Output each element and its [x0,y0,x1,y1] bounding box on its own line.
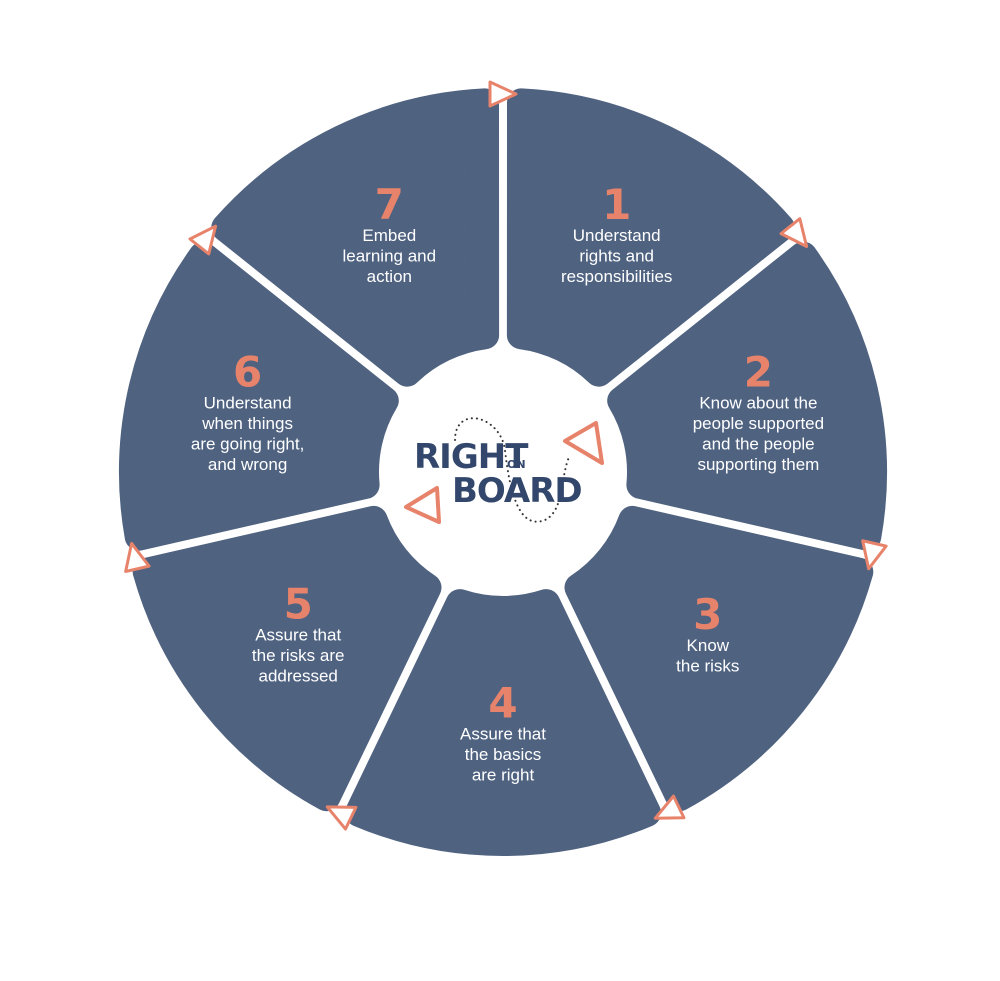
cycle-arrow-icon [861,539,888,571]
segment-2-label-line: supporting them [697,455,819,474]
logo-triangle-left-icon [404,486,441,524]
segment-4-label-line: the basics [465,745,542,764]
segment-3-shape [564,505,874,812]
segment-6-label-line: and wrong [208,455,287,474]
segment-2-label-line: people supported [693,414,824,433]
segment-1-label-line: responsibilities [561,267,673,286]
logo-dotted-swirl [454,417,571,523]
segment-6-label-line: when things [201,414,293,433]
segment-6-label-line: Understand [204,394,292,413]
center-logo: RIGHT ON BOARD [404,417,604,524]
cycle-arrow-icon [653,794,686,820]
segment-5-label-line: Assure that [255,626,341,645]
segment-7-shape [211,88,500,387]
cycle-arrow-icon [124,541,151,573]
segment-4-label-line: Assure that [460,724,546,743]
segment-4-number: 4 [488,678,517,727]
segment-1-label-line: rights and [579,247,654,266]
segment-5-label-line: addressed [259,667,338,686]
logo-line-1: RIGHT [414,437,529,477]
segment-6-label-line: are going right, [191,435,304,454]
segment-5-shape [132,505,442,812]
logo-line-2: BOARD [452,471,582,511]
logo-small-word: ON [507,458,526,471]
segment-1-shape [506,88,795,387]
segment-3-label-line: the risks [676,656,739,675]
segment-7-label-line: action [367,267,412,286]
cycle-arrows-group [124,80,888,831]
segment-3-label-line: Know [687,636,730,655]
logo-triangle-right-icon [563,421,604,465]
segment-1-number: 1 [602,180,631,229]
segment-6-shape [118,241,399,551]
cycle-arrow-icon [488,80,518,108]
segment-2-number: 2 [744,348,773,397]
segment-7-label-line: learning and [343,247,437,266]
segment-4-shape [344,589,662,856]
cycle-arrow-icon [779,217,809,248]
segment-2-label-line: Know about the [699,394,817,413]
segment-2-label-line: and the people [702,435,815,454]
segment-1-label-line: Understand [573,226,661,245]
cycle-arrow-icon [188,224,218,256]
segment-3-number: 3 [693,590,722,639]
segment-6-number: 6 [233,348,262,397]
segment-5-label-line: the risks are [252,646,345,665]
cycle-arrow-icon [325,805,358,831]
segment-5-number: 5 [284,580,313,629]
segment-2-shape [607,241,888,551]
segment-7-label-line: Embed [362,226,416,245]
segment-7-number: 7 [375,180,404,229]
segment-4-label-line: are right [472,765,535,784]
